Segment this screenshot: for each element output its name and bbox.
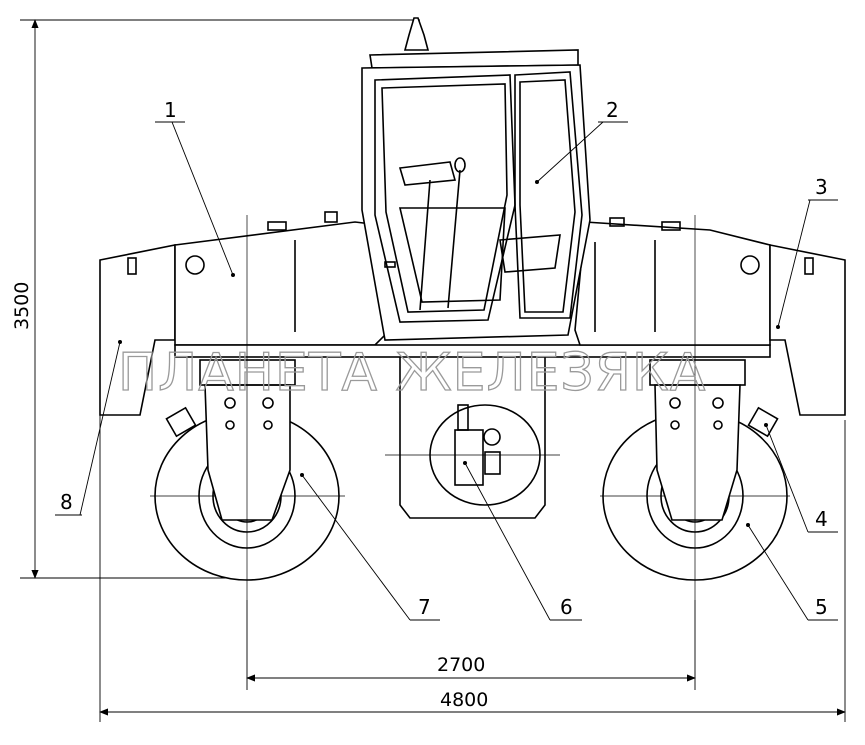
callout-3: 3 [815, 175, 828, 199]
main-frame [99, 211, 846, 600]
dimension-length: 4800 [440, 689, 488, 711]
operator-cab [361, 17, 591, 341]
dimension-height: 3500 [11, 282, 33, 330]
callout-leaders [55, 121, 838, 621]
watermark-text: ПЛАНЕТА ЖЕЛЕЗЯКА [118, 343, 706, 403]
right-wheel-fork [649, 359, 746, 521]
dimension-wheelbase: 2700 [437, 654, 485, 676]
callout-7: 7 [418, 595, 431, 619]
left-wheel-fork [199, 359, 296, 521]
callout-5: 5 [815, 595, 828, 619]
callout-8: 8 [60, 490, 73, 514]
callout-6: 6 [560, 595, 573, 619]
callout-2: 2 [606, 98, 619, 122]
callout-4: 4 [815, 507, 828, 531]
callout-1: 1 [164, 98, 177, 122]
